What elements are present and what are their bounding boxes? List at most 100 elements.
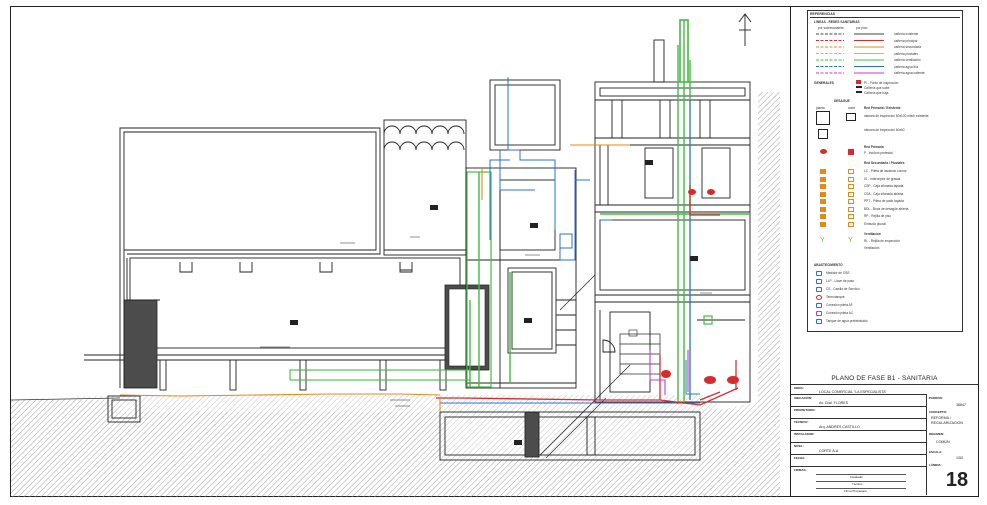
level-marks [260, 236, 712, 407]
secondary-drain-network [119, 144, 630, 412]
sign-installer: Instalador [850, 475, 864, 479]
legend-pe-1: cámara de inspección 60x60 [864, 128, 905, 132]
supply-icon-2 [816, 287, 822, 292]
ventilation-plan-icon: Y [820, 237, 825, 244]
ventilation-section-icon: Y [848, 237, 853, 244]
pipe-label-5: cañería agua fría [894, 64, 919, 69]
legend-general-1: Cañería que sube [864, 86, 890, 90]
central-building [465, 79, 577, 389]
supply-icon-4 [816, 303, 822, 308]
legend-supply: ABASTECIMIENTO [814, 263, 843, 267]
secondary-item-1: IG - Interceptor de grasas [864, 176, 901, 181]
title-row-value: LOCAL COMERCIAL "LA ESPECIALISTA" [819, 390, 887, 394]
secondary-item-4: PPT - Pileta de patio tapada [864, 199, 904, 203]
title-row-label: OBRA: [794, 386, 804, 390]
title-row-6: FECHA: [791, 454, 926, 466]
sign-owner: Firma Propietario [844, 489, 868, 493]
inspection-chamber-icon [816, 111, 830, 125]
supply-icon-1 [816, 279, 822, 284]
supply-item-3: Termotanque [826, 295, 845, 299]
title-row-5: NIVEL:CORTE A-A [791, 442, 926, 454]
title-row-label: UBICACIÓN: [794, 396, 812, 400]
legend-title: REFERENCIAS [810, 12, 960, 18]
title-row-3: TÉCNICO:Arq. ANDRES CASTILLO [791, 418, 926, 430]
padron-label: PADRÓN: [929, 396, 943, 400]
legend-pe-0: cámara de inspección 60x100 mts/h existe… [864, 114, 929, 118]
supply-icon-0 [816, 271, 822, 276]
title-row-1: UBICACIÓN:Av. Gral. FLORES [791, 394, 926, 406]
toilet-section-icon [848, 149, 854, 155]
secondary-fixture-plan-icon [820, 206, 826, 212]
right-building [594, 19, 751, 403]
secondary-fixture-section-icon [848, 214, 854, 219]
secondary-fixture-plan-icon [820, 221, 826, 227]
supply-item-2: CS - Canilla de Servicio [826, 287, 860, 291]
inspection-point-icon [856, 80, 861, 84]
pipe-label-1: cañería principal [894, 38, 918, 43]
inspection-chamber-small-icon [818, 129, 828, 139]
secondary-item-5: BDL - Boca de desagüe abierta [864, 206, 909, 211]
north-arrow-icon [738, 13, 752, 46]
fixtures [559, 189, 739, 384]
regimen-label: RÉGIMEN: [929, 432, 944, 436]
terrain [10, 92, 780, 497]
legend-primary-existing: Red Primaria / Existente [864, 106, 901, 110]
legend-section-general: GENERALES [814, 81, 834, 85]
title-block-divider [926, 394, 927, 495]
supply-icon-5 [816, 311, 822, 316]
title-row-label: NIVEL: [794, 444, 804, 448]
title-row-label: INSTALADOR: [794, 432, 815, 436]
supply-item-1: LLP - Llave de paso [826, 279, 855, 283]
title-row-2: PROPIETARIO: [791, 406, 926, 418]
secondary-item-3: CSA - Caja sifonada abierta [864, 191, 904, 196]
secondary-item-7: Embudo pluvial [864, 221, 886, 226]
inspection-chamber-section-icon [846, 113, 856, 121]
secondary-fixture-plan-icon [820, 191, 826, 197]
signature-area: Instalador Técnico Firma Propietario [816, 471, 906, 493]
primary-drain-network [436, 185, 739, 406]
secondary-fixture-plan-icon [820, 169, 826, 174]
toilet-plan-icon [820, 149, 827, 154]
supply-item-0: Medidor de OSE [826, 271, 850, 275]
secondary-fixture-plan-icon [820, 184, 826, 189]
secondary-fixture-section-icon [848, 184, 854, 189]
supply-item-4: Conexión pileta AF [826, 303, 853, 307]
title-row-4: INSTALADOR: [791, 430, 926, 442]
supply-icon-3 [816, 295, 822, 300]
title-row-label: PROPIETARIO: [794, 408, 816, 412]
pipe-label-4: cañería ventilación [894, 58, 921, 62]
padron-value: 36847 [956, 403, 966, 407]
basement [439, 411, 701, 461]
sheet-number: 18 [945, 469, 969, 491]
structural-column [123, 299, 158, 389]
legend-v-1: Ventilación [864, 246, 880, 250]
legend-secondary: Red Secundaria / Pluviales [864, 161, 905, 165]
secondary-fixture-section-icon [848, 221, 854, 227]
title-block: PLANO DE FASE B1 - SANITARIA OBRA: LOCAL … [791, 374, 978, 496]
secondary-fixture-plan-icon [820, 214, 826, 219]
secondary-fixture-section-icon [848, 206, 854, 212]
secondary-fixture-section-icon [848, 169, 854, 174]
title-row-label: FIRMAS: [794, 468, 807, 472]
pipe-label-3: cañería pluviales [894, 51, 918, 56]
legend-general-0: Pi - Punto de inspección [864, 81, 899, 85]
room-tags [290, 160, 698, 445]
sign-technician: Técnico [852, 482, 863, 486]
pipe-label-0: cañería existente [894, 32, 919, 36]
title-row-value: Arq. ANDRES CASTILLO [819, 425, 860, 429]
lamina-label: LÁMINA: [929, 463, 942, 467]
legend-box: REFERENCIAS LINEAS - REDES SANITARIAS po… [807, 10, 963, 332]
secondary-item-2: CSP - Caja sifonada tapada [864, 184, 904, 188]
supply-item-6: Tanque de agua prefabricado [826, 319, 868, 323]
secondary-fixture-plan-icon [820, 176, 826, 182]
pipe-label-2: cañería secundaria [894, 45, 922, 49]
legend-section-drainage: DESAGUE [834, 99, 850, 103]
sheet-info-panel: REFERENCIAS LINEAS - REDES SANITARIAS po… [790, 6, 979, 497]
escala-value: 1/50 [956, 456, 963, 460]
title-row-7: FIRMAS: [791, 466, 926, 495]
secondary-item-0: LC - Pileta de lavatorio cocina [864, 169, 907, 173]
legend-col-right: por piso [856, 26, 868, 30]
pipe-label-6: cañería agua caliente [894, 71, 925, 75]
sheet-title: PLANO DE FASE B1 - SANITARIA [831, 375, 938, 382]
